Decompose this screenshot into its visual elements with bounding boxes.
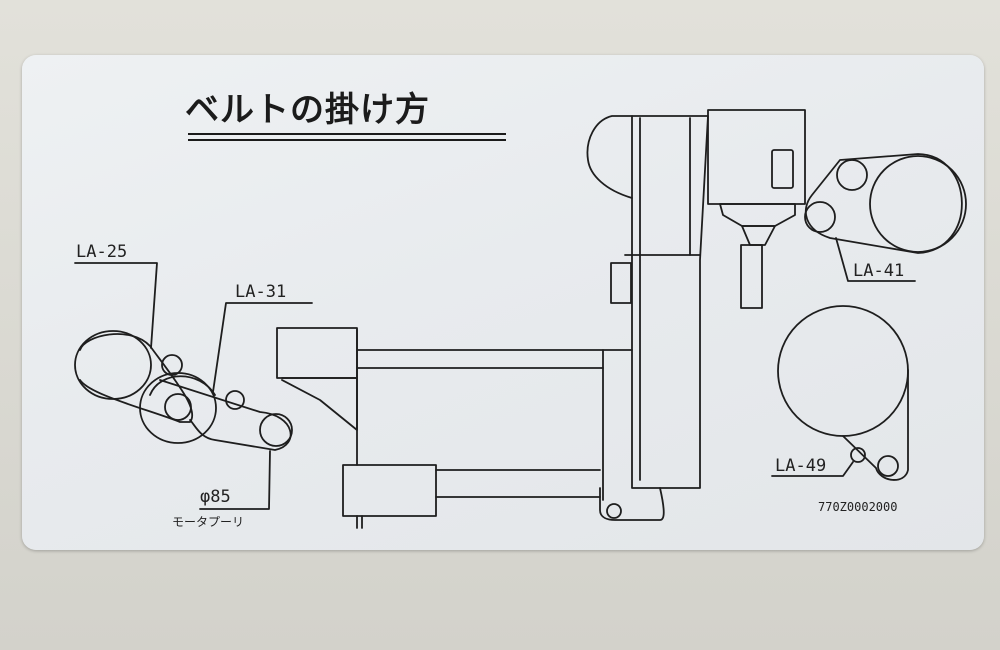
right-upper-pulley-system bbox=[804, 153, 967, 282]
bottom-rail bbox=[435, 469, 601, 498]
label-phi85: φ85 bbox=[200, 487, 231, 507]
belt-la49 bbox=[842, 369, 909, 481]
column-bottom bbox=[599, 487, 665, 521]
label-motor-pulley: モータプーリ bbox=[172, 515, 245, 529]
idler-pulley-la49 bbox=[850, 447, 866, 463]
title-underline-bottom bbox=[188, 139, 506, 141]
leader-la25 bbox=[74, 262, 158, 349]
large-pulley-la41 bbox=[869, 155, 967, 253]
belt-la31 bbox=[159, 379, 292, 451]
right-lower-pulley-system bbox=[771, 305, 909, 481]
motor-pulley-la49 bbox=[877, 455, 899, 477]
small-pulley-top bbox=[836, 159, 868, 191]
leader-la41 bbox=[835, 237, 916, 282]
large-pulley-la49 bbox=[777, 305, 909, 437]
hopper-neck bbox=[741, 225, 776, 246]
hopper-box bbox=[707, 109, 806, 205]
leader-la49 bbox=[771, 461, 854, 477]
belt-la41 bbox=[804, 153, 963, 254]
label-title: ベルトの掛け方 bbox=[185, 90, 430, 130]
belt-la31-upper bbox=[149, 375, 216, 396]
small-pulley-bottom bbox=[804, 201, 836, 233]
leader-phi85 bbox=[199, 450, 271, 510]
left-pulley-system bbox=[74, 262, 313, 510]
bottom-pulley bbox=[606, 503, 622, 519]
feed-hopper bbox=[276, 327, 358, 379]
idler-pulley-b bbox=[225, 390, 245, 410]
elevator-column bbox=[631, 115, 709, 489]
hopper-window bbox=[771, 149, 794, 189]
part-number: 770Z0002000 bbox=[818, 500, 898, 514]
belt-la25 bbox=[79, 333, 193, 423]
motor-pulley bbox=[259, 413, 293, 447]
machine-outline bbox=[276, 109, 806, 529]
conveyor-top bbox=[357, 349, 604, 369]
motor-box bbox=[342, 464, 437, 517]
label-la25: LA-25 bbox=[76, 242, 128, 262]
side-box bbox=[610, 262, 632, 304]
hopper-spout bbox=[740, 244, 763, 309]
hopper-funnel bbox=[719, 203, 796, 227]
machine-hood bbox=[586, 115, 633, 199]
large-pulley-left bbox=[74, 330, 152, 400]
label-la49: LA-49 bbox=[775, 456, 827, 476]
leader-la31 bbox=[212, 302, 313, 393]
instruction-label bbox=[22, 55, 984, 550]
label-la31: LA-31 bbox=[235, 282, 287, 302]
feed-hopper-chute bbox=[281, 377, 358, 431]
label-la41: LA-41 bbox=[853, 261, 905, 281]
title-underline-top bbox=[188, 133, 506, 135]
